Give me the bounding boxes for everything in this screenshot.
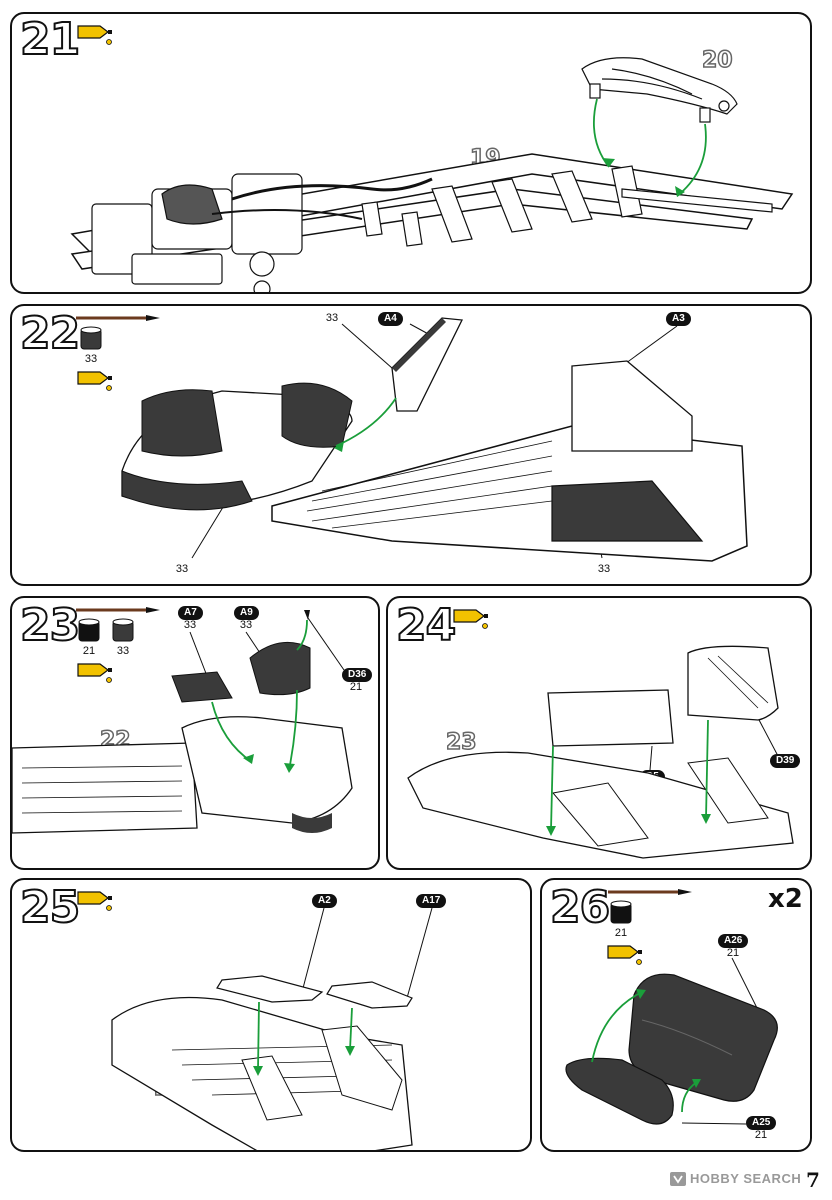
paint-code: 21 [614, 927, 628, 939]
step-23-panel: 23 21 33 A7 33 A9 33 D36 21 22 [10, 596, 380, 870]
color-label: 33 [175, 563, 189, 575]
tub-assembly-illustration [12, 610, 353, 834]
part-tag-D36: D36 [342, 668, 373, 682]
step-number: 24 [395, 600, 457, 651]
floor-pan-illustration [121, 317, 748, 562]
color-label: 21 [726, 947, 740, 959]
step-24-panel: 24 D5 D39 23 [386, 596, 812, 870]
page-number: 7 [806, 1168, 820, 1192]
part-tag-A17: A17 [416, 894, 447, 908]
paint-brush-icon [76, 315, 160, 321]
part-tag-A26: A26 [718, 934, 749, 948]
paint-code: 21 [82, 645, 96, 657]
step-number: 22 [19, 308, 81, 359]
color-label: 33 [183, 619, 197, 631]
step-number: 26 [549, 882, 611, 933]
step-25-panel: 25 A2 A17 24 [10, 878, 532, 1152]
quantity-multiplier: x2 [768, 884, 803, 914]
watermark-brand: HOBBY SEARCH [690, 1171, 802, 1186]
paint-pot-icon [78, 618, 100, 642]
part-tag-A9: A9 [234, 606, 259, 620]
step-number: 21 [19, 14, 81, 65]
color-label: 33 [597, 563, 611, 575]
step-number: 25 [19, 882, 81, 933]
glue-icon [453, 609, 488, 629]
step-26-panel: 26 x2 21 A26 21 A25 21 [540, 878, 812, 1152]
color-label: 21 [754, 1129, 768, 1141]
part-tag-A7: A7 [178, 606, 203, 620]
part-tag-A3: A3 [666, 312, 691, 326]
paint-pot-icon [610, 900, 632, 924]
paint-brush-icon [76, 607, 160, 613]
floor-plates-illustration [111, 907, 433, 1150]
brand-logo-icon [670, 1172, 686, 1186]
part-label-20: 20 [701, 47, 733, 74]
glue-icon [77, 25, 112, 45]
glue-icon [77, 663, 112, 683]
part-tag-D39: D39 [770, 754, 801, 768]
chassis-frame-illustration [70, 57, 794, 292]
paint-code: 33 [116, 645, 130, 657]
part-tag-A2: A2 [312, 894, 337, 908]
bulkhead-assembly-illustration [407, 645, 794, 859]
color-label: 33 [239, 619, 253, 631]
step-number: 23 [19, 600, 81, 651]
step-21-panel: 21 20 19 [10, 12, 812, 294]
color-label: 33 [325, 312, 339, 324]
seat-assembly-illustration [565, 957, 778, 1125]
glue-icon [77, 891, 112, 911]
color-label: 21 [349, 681, 363, 693]
part-tag-A4: A4 [378, 312, 403, 326]
paint-pot-icon [112, 618, 134, 642]
glue-icon [607, 945, 642, 965]
paint-brush-icon [608, 889, 692, 895]
glue-icon [77, 371, 112, 391]
paint-pot-icon [80, 326, 102, 350]
paint-code: 33 [84, 353, 98, 365]
step-22-panel: 22 33 33 A4 A3 33 33 [10, 304, 812, 586]
part-tag-A25: A25 [746, 1116, 777, 1130]
part-label-23: 23 [445, 729, 477, 756]
